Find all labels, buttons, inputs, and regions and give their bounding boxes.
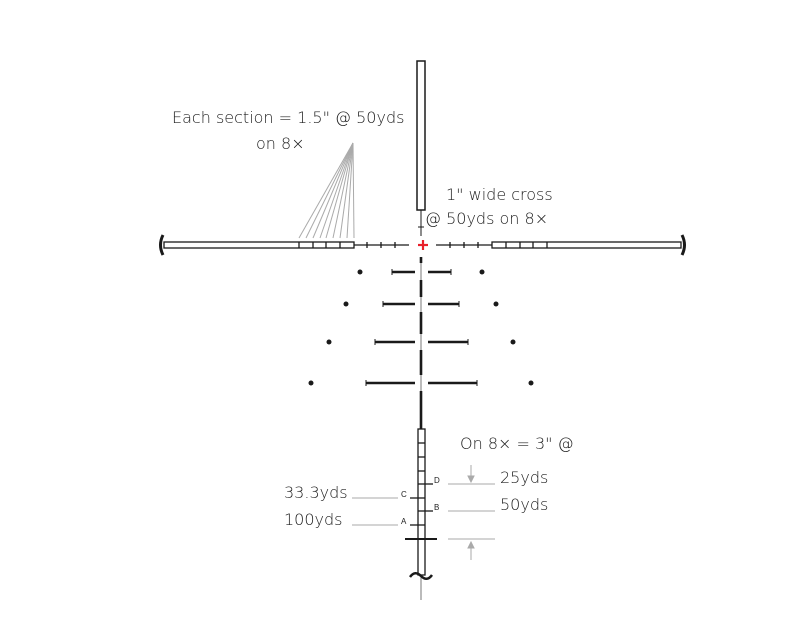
section-guide-lines — [298, 142, 355, 239]
horizontal-crosshair — [159, 234, 686, 256]
marker-a: A — [401, 517, 407, 526]
marker-d: D — [434, 476, 440, 485]
wind-dots — [308, 269, 534, 386]
range-100yds-label: 100yds — [284, 510, 343, 529]
center-cross-icon — [418, 240, 428, 250]
range-25yds-label: 25yds — [500, 468, 549, 487]
range-guide-lines — [352, 465, 495, 560]
range-33yds-label: 33.3yds — [284, 483, 348, 502]
range-50yds-label: 50yds — [500, 495, 549, 514]
marker-b: B — [434, 503, 440, 512]
marker-c: C — [401, 490, 407, 499]
bottom-post — [405, 428, 437, 580]
top-post — [416, 60, 426, 236]
cross-distance-label: @ 50yds on 8× — [425, 209, 549, 228]
holdover-spacing-label: On 8× = 3" @ — [460, 434, 574, 453]
section-size-label: Each section = 1.5" @ 50yds — [172, 108, 405, 127]
section-magnification-label: on 8× — [256, 134, 305, 153]
cross-width-label: 1" wide cross — [446, 185, 553, 204]
